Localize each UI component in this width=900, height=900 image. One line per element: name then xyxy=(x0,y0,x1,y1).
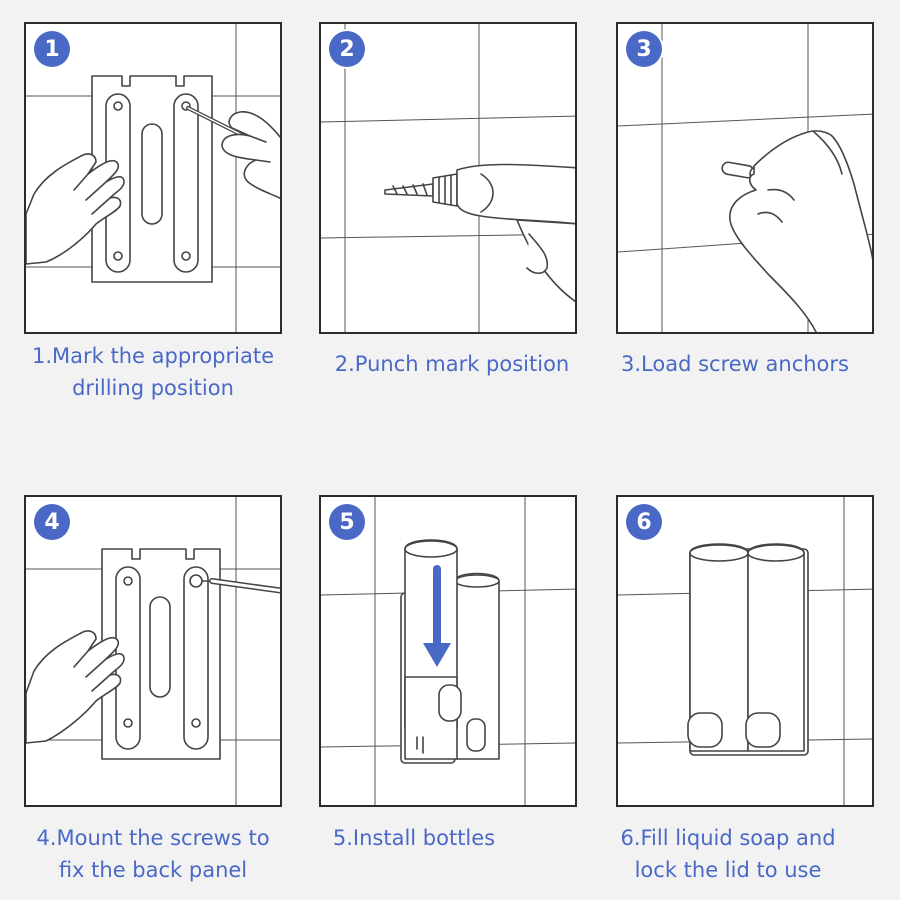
step-number-badge: 6 xyxy=(626,504,662,540)
drill-illustration xyxy=(321,24,575,332)
step-number-badge: 5 xyxy=(329,504,365,540)
caption-line: 6.Fill liquid soap and xyxy=(620,826,836,850)
step-2-caption: 2.Punch mark position xyxy=(319,348,585,380)
step-6-panel: 6 xyxy=(616,495,874,807)
step-1-panel: 1 xyxy=(24,22,282,334)
step-number-badge: 3 xyxy=(626,31,662,67)
step-5-caption: 5.Install bottles xyxy=(323,822,505,854)
step-3-caption: 3.Load screw anchors xyxy=(608,348,862,380)
caption-line: 2.Punch mark position xyxy=(334,352,570,376)
caption-line: drilling position xyxy=(72,376,234,400)
step-number-badge: 4 xyxy=(34,504,70,540)
step-5-panel: 5 xyxy=(319,495,577,807)
caption-line: 4.Mount the screws to xyxy=(36,826,270,850)
caption-line: 5.Install bottles xyxy=(332,826,496,850)
step-number-badge: 1 xyxy=(34,31,70,67)
caption-line: fix the back panel xyxy=(58,858,248,882)
step-4-caption: 4.Mount the screws to fix the back panel xyxy=(24,822,282,886)
install-bottles-illustration xyxy=(321,497,575,805)
mark-drilling-illustration xyxy=(26,24,280,332)
mount-screws-illustration xyxy=(26,497,280,805)
caption-line: 3.Load screw anchors xyxy=(621,352,849,376)
filled-dispenser-illustration xyxy=(618,497,872,805)
step-4-panel: 4 xyxy=(24,495,282,807)
step-number-badge: 2 xyxy=(329,31,365,67)
step-2-panel: 2 xyxy=(319,22,577,334)
step-1-caption: 1.Mark the appropriate drilling position xyxy=(24,340,282,404)
caption-line: 1.Mark the appropriate xyxy=(31,344,274,368)
step-3-panel: 3 xyxy=(616,22,874,334)
step-6-caption: 6.Fill liquid soap and lock the lid to u… xyxy=(612,822,844,886)
caption-line: lock the lid to use xyxy=(634,858,822,882)
screw-anchor-illustration xyxy=(618,24,872,332)
